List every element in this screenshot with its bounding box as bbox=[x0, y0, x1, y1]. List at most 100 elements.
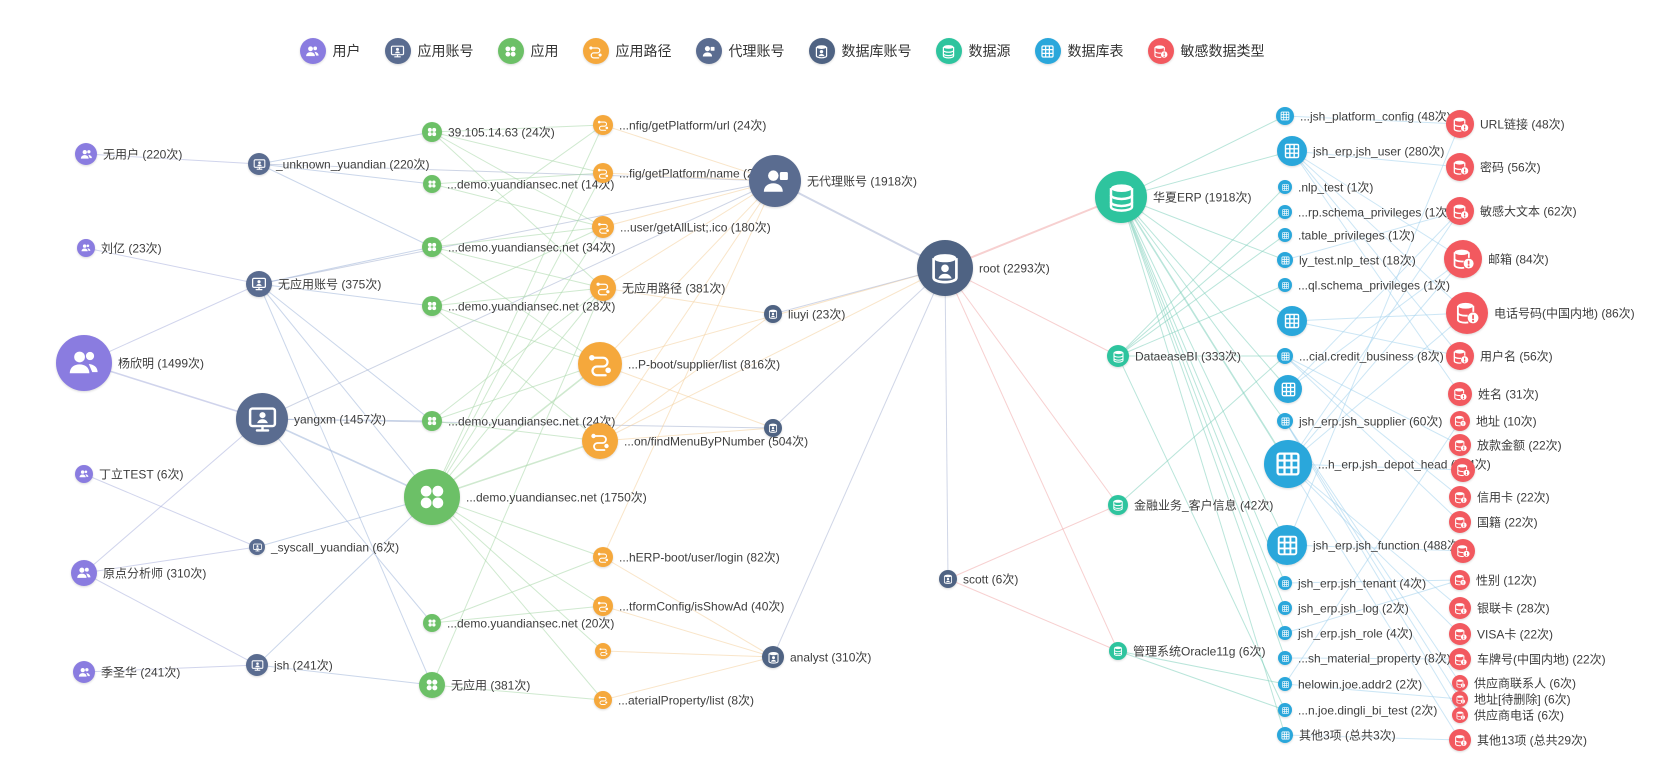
node-r3-sensitive[interactable] bbox=[1446, 197, 1474, 225]
node-t1-path[interactable] bbox=[593, 115, 613, 135]
node-r1-sensitive[interactable] bbox=[1446, 110, 1474, 138]
node-r17-sensitive[interactable] bbox=[1449, 648, 1471, 670]
node-u3-user[interactable] bbox=[56, 335, 112, 391]
node-t9-path[interactable] bbox=[595, 643, 611, 659]
node-r9-sensitive[interactable] bbox=[1449, 434, 1471, 456]
node-b2-table[interactable] bbox=[1277, 136, 1307, 166]
node-x1-proxy[interactable] bbox=[749, 155, 801, 207]
node-b4-table[interactable] bbox=[1278, 205, 1292, 219]
sensitive-icon bbox=[1456, 679, 1465, 688]
table-icon bbox=[1281, 680, 1289, 688]
node-b17-table[interactable] bbox=[1278, 651, 1292, 665]
legend-item-sensitive[interactable]: 敏感数据类型 bbox=[1147, 38, 1265, 64]
node-r6-sensitive[interactable] bbox=[1446, 342, 1474, 370]
node-r15-sensitive[interactable] bbox=[1449, 597, 1471, 619]
node-b5-table[interactable] bbox=[1278, 228, 1292, 242]
node-g2-app[interactable] bbox=[423, 175, 441, 193]
node-r11-sensitive[interactable] bbox=[1449, 486, 1471, 508]
node-b9-table[interactable] bbox=[1277, 348, 1293, 364]
node-t3-path[interactable] bbox=[592, 216, 614, 238]
node-x3-dbaccount[interactable] bbox=[764, 419, 782, 437]
node-g4-app[interactable] bbox=[422, 296, 442, 316]
node-t10-path[interactable] bbox=[594, 691, 612, 709]
node-s4-datasource[interactable] bbox=[1109, 642, 1127, 660]
node-r21-sensitive[interactable] bbox=[1449, 729, 1471, 751]
node-u1-user[interactable] bbox=[75, 143, 97, 165]
node-u4-user[interactable] bbox=[75, 465, 93, 483]
node-b13-table[interactable] bbox=[1267, 525, 1307, 565]
node-a3-account[interactable] bbox=[236, 393, 288, 445]
node-b14-table[interactable] bbox=[1278, 576, 1292, 590]
node-t6-path[interactable] bbox=[582, 423, 618, 459]
legend-item-user[interactable]: 用户 bbox=[299, 38, 361, 64]
node-t4-path[interactable] bbox=[590, 275, 616, 301]
node-r18-sensitive[interactable] bbox=[1452, 675, 1468, 691]
node-r16-sensitive[interactable] bbox=[1449, 623, 1471, 645]
node-b6-table[interactable] bbox=[1277, 252, 1293, 268]
node-r10-sensitive[interactable] bbox=[1451, 458, 1475, 482]
node-g7-app[interactable] bbox=[423, 614, 441, 632]
node-a4-account[interactable] bbox=[249, 539, 265, 555]
node-b19-table[interactable] bbox=[1278, 703, 1292, 717]
node-s3-datasource[interactable] bbox=[1108, 495, 1128, 515]
node-u2-user[interactable] bbox=[77, 239, 95, 257]
node-r8-sensitive[interactable] bbox=[1450, 411, 1470, 431]
node-b8-table[interactable] bbox=[1277, 306, 1307, 336]
legend-item-table[interactable]: 数据库表 bbox=[1034, 38, 1124, 64]
node-g8-app[interactable] bbox=[419, 672, 445, 698]
legend-item-account[interactable]: 应用账号 bbox=[384, 38, 474, 64]
edge-a4-g6 bbox=[256, 496, 433, 548]
node-r19-sensitive[interactable] bbox=[1452, 691, 1468, 707]
node-g1-app[interactable] bbox=[422, 122, 442, 142]
node-s2-datasource[interactable] bbox=[1107, 345, 1129, 367]
node-a1-account[interactable] bbox=[248, 153, 270, 175]
node-s1-datasource[interactable] bbox=[1095, 171, 1147, 223]
edge-d1-s1 bbox=[944, 196, 1122, 269]
node-t8-path[interactable] bbox=[593, 596, 613, 616]
node-t2-path[interactable] bbox=[593, 163, 613, 183]
node-b10-table[interactable] bbox=[1274, 375, 1302, 403]
node-b12-table[interactable] bbox=[1264, 440, 1312, 488]
node-a2-account[interactable] bbox=[246, 271, 272, 297]
node-label-t8: ...tformConfig/isShowAd (40次) bbox=[619, 599, 785, 614]
node-b20-table[interactable] bbox=[1277, 727, 1293, 743]
node-g6-app[interactable] bbox=[404, 469, 460, 525]
account-icon bbox=[253, 158, 265, 170]
legend-label-table: 数据库表 bbox=[1067, 43, 1124, 59]
node-r13-sensitive[interactable] bbox=[1451, 539, 1475, 563]
node-r4-sensitive[interactable] bbox=[1444, 240, 1482, 278]
edge-g6-t1 bbox=[431, 124, 604, 498]
node-r2-sensitive[interactable] bbox=[1446, 153, 1474, 181]
node-b7-table[interactable] bbox=[1278, 278, 1292, 292]
node-label-b6: ly_test.nlp_test (18次) bbox=[1299, 253, 1416, 268]
node-a5-account[interactable] bbox=[246, 654, 268, 676]
node-b16-table[interactable] bbox=[1278, 626, 1292, 640]
node-b1-table[interactable] bbox=[1276, 107, 1294, 125]
legend-item-app[interactable]: 应用 bbox=[497, 38, 559, 64]
node-r14-sensitive[interactable] bbox=[1450, 570, 1470, 590]
node-r7-sensitive[interactable] bbox=[1448, 382, 1472, 406]
node-g5-app[interactable] bbox=[422, 411, 442, 431]
node-r12-sensitive[interactable] bbox=[1449, 511, 1471, 533]
node-x2-dbaccount[interactable] bbox=[764, 305, 782, 323]
sensitive-icon bbox=[1457, 545, 1470, 558]
legend-item-datasource[interactable]: 数据源 bbox=[935, 38, 1011, 64]
node-u6-user[interactable] bbox=[73, 661, 95, 683]
node-x5-dbaccount[interactable] bbox=[939, 570, 957, 588]
node-d1-dbaccount[interactable] bbox=[917, 240, 973, 296]
node-b3-table[interactable] bbox=[1278, 180, 1292, 194]
edge-a3-x1 bbox=[261, 180, 776, 420]
node-b11-table[interactable] bbox=[1277, 413, 1293, 429]
node-r5-sensitive[interactable] bbox=[1446, 292, 1488, 334]
node-u5-user[interactable] bbox=[71, 560, 97, 586]
legend-item-proxy[interactable]: 代理账号 bbox=[695, 38, 785, 64]
node-x4-dbaccount[interactable] bbox=[762, 646, 784, 668]
legend-item-path[interactable]: 应用路径 bbox=[582, 38, 672, 64]
node-t5-path[interactable] bbox=[578, 342, 622, 386]
node-r20-sensitive[interactable] bbox=[1452, 707, 1468, 723]
node-b18-table[interactable] bbox=[1278, 677, 1292, 691]
node-b15-table[interactable] bbox=[1278, 601, 1292, 615]
node-g3-app[interactable] bbox=[422, 237, 442, 257]
node-t7-path[interactable] bbox=[593, 547, 613, 567]
legend-item-dbaccount[interactable]: 数据库账号 bbox=[808, 38, 912, 64]
